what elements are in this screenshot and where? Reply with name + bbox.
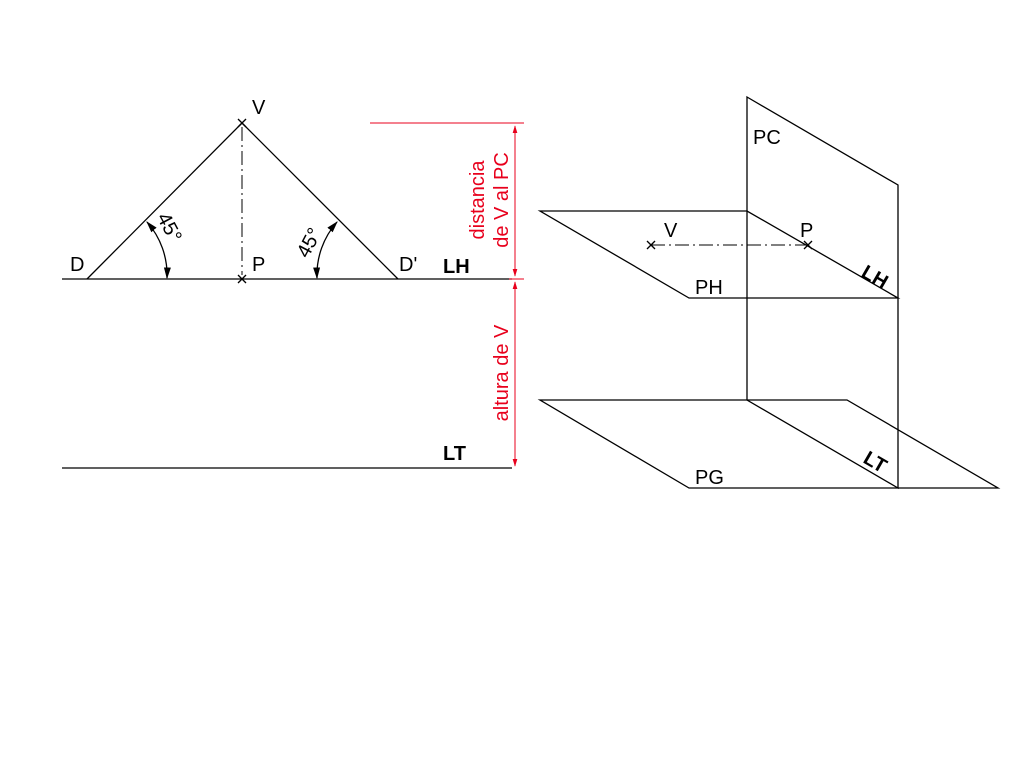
- angle-right-label: 45°: [293, 224, 327, 261]
- point-marker-3d: [803, 240, 813, 250]
- vertex-marker-3d: [646, 240, 656, 250]
- angle-left-label: 45°: [152, 209, 186, 246]
- ground-plane: [537, 399, 1001, 489]
- distance-label-line2: de V al PC: [491, 152, 513, 248]
- left-view: V P D D' 45° 45° LH LT: [62, 97, 512, 469]
- distance-label-line1: distancia: [467, 160, 489, 240]
- distance-point-left-label: D: [70, 254, 84, 276]
- angle-arc-left: [146, 221, 171, 280]
- line-v-to-d-prime: [241, 122, 399, 280]
- ground-line-label: LT: [443, 443, 466, 465]
- dimensions: distancia de V al PC altura de V: [370, 122, 524, 467]
- horizon-plane-label: PH: [695, 277, 723, 299]
- picture-plane: [746, 95, 899, 490]
- vertex-label-3d: V: [664, 220, 678, 242]
- ground-plane-label: PG: [695, 467, 724, 489]
- horizon-line-label-3d: LH: [858, 261, 892, 293]
- line-v-to-d: [86, 122, 243, 280]
- picture-plane-label: PC: [753, 127, 781, 149]
- horizon-plane: [537, 210, 901, 299]
- horizon-line-label: LH: [443, 256, 470, 278]
- point-label: P: [252, 254, 265, 276]
- ground-line-label-3d: LT: [860, 447, 891, 478]
- vertex-marker: [237, 118, 247, 128]
- distance-point-right-label: D': [399, 254, 417, 276]
- point-marker: [237, 274, 247, 284]
- height-label: altura de V: [491, 324, 513, 421]
- right-view: PC V P PH LH PG LT: [537, 95, 1001, 490]
- point-label-3d: P: [800, 220, 813, 242]
- angle-arc-right: [313, 221, 338, 280]
- vertex-label: V: [252, 97, 266, 119]
